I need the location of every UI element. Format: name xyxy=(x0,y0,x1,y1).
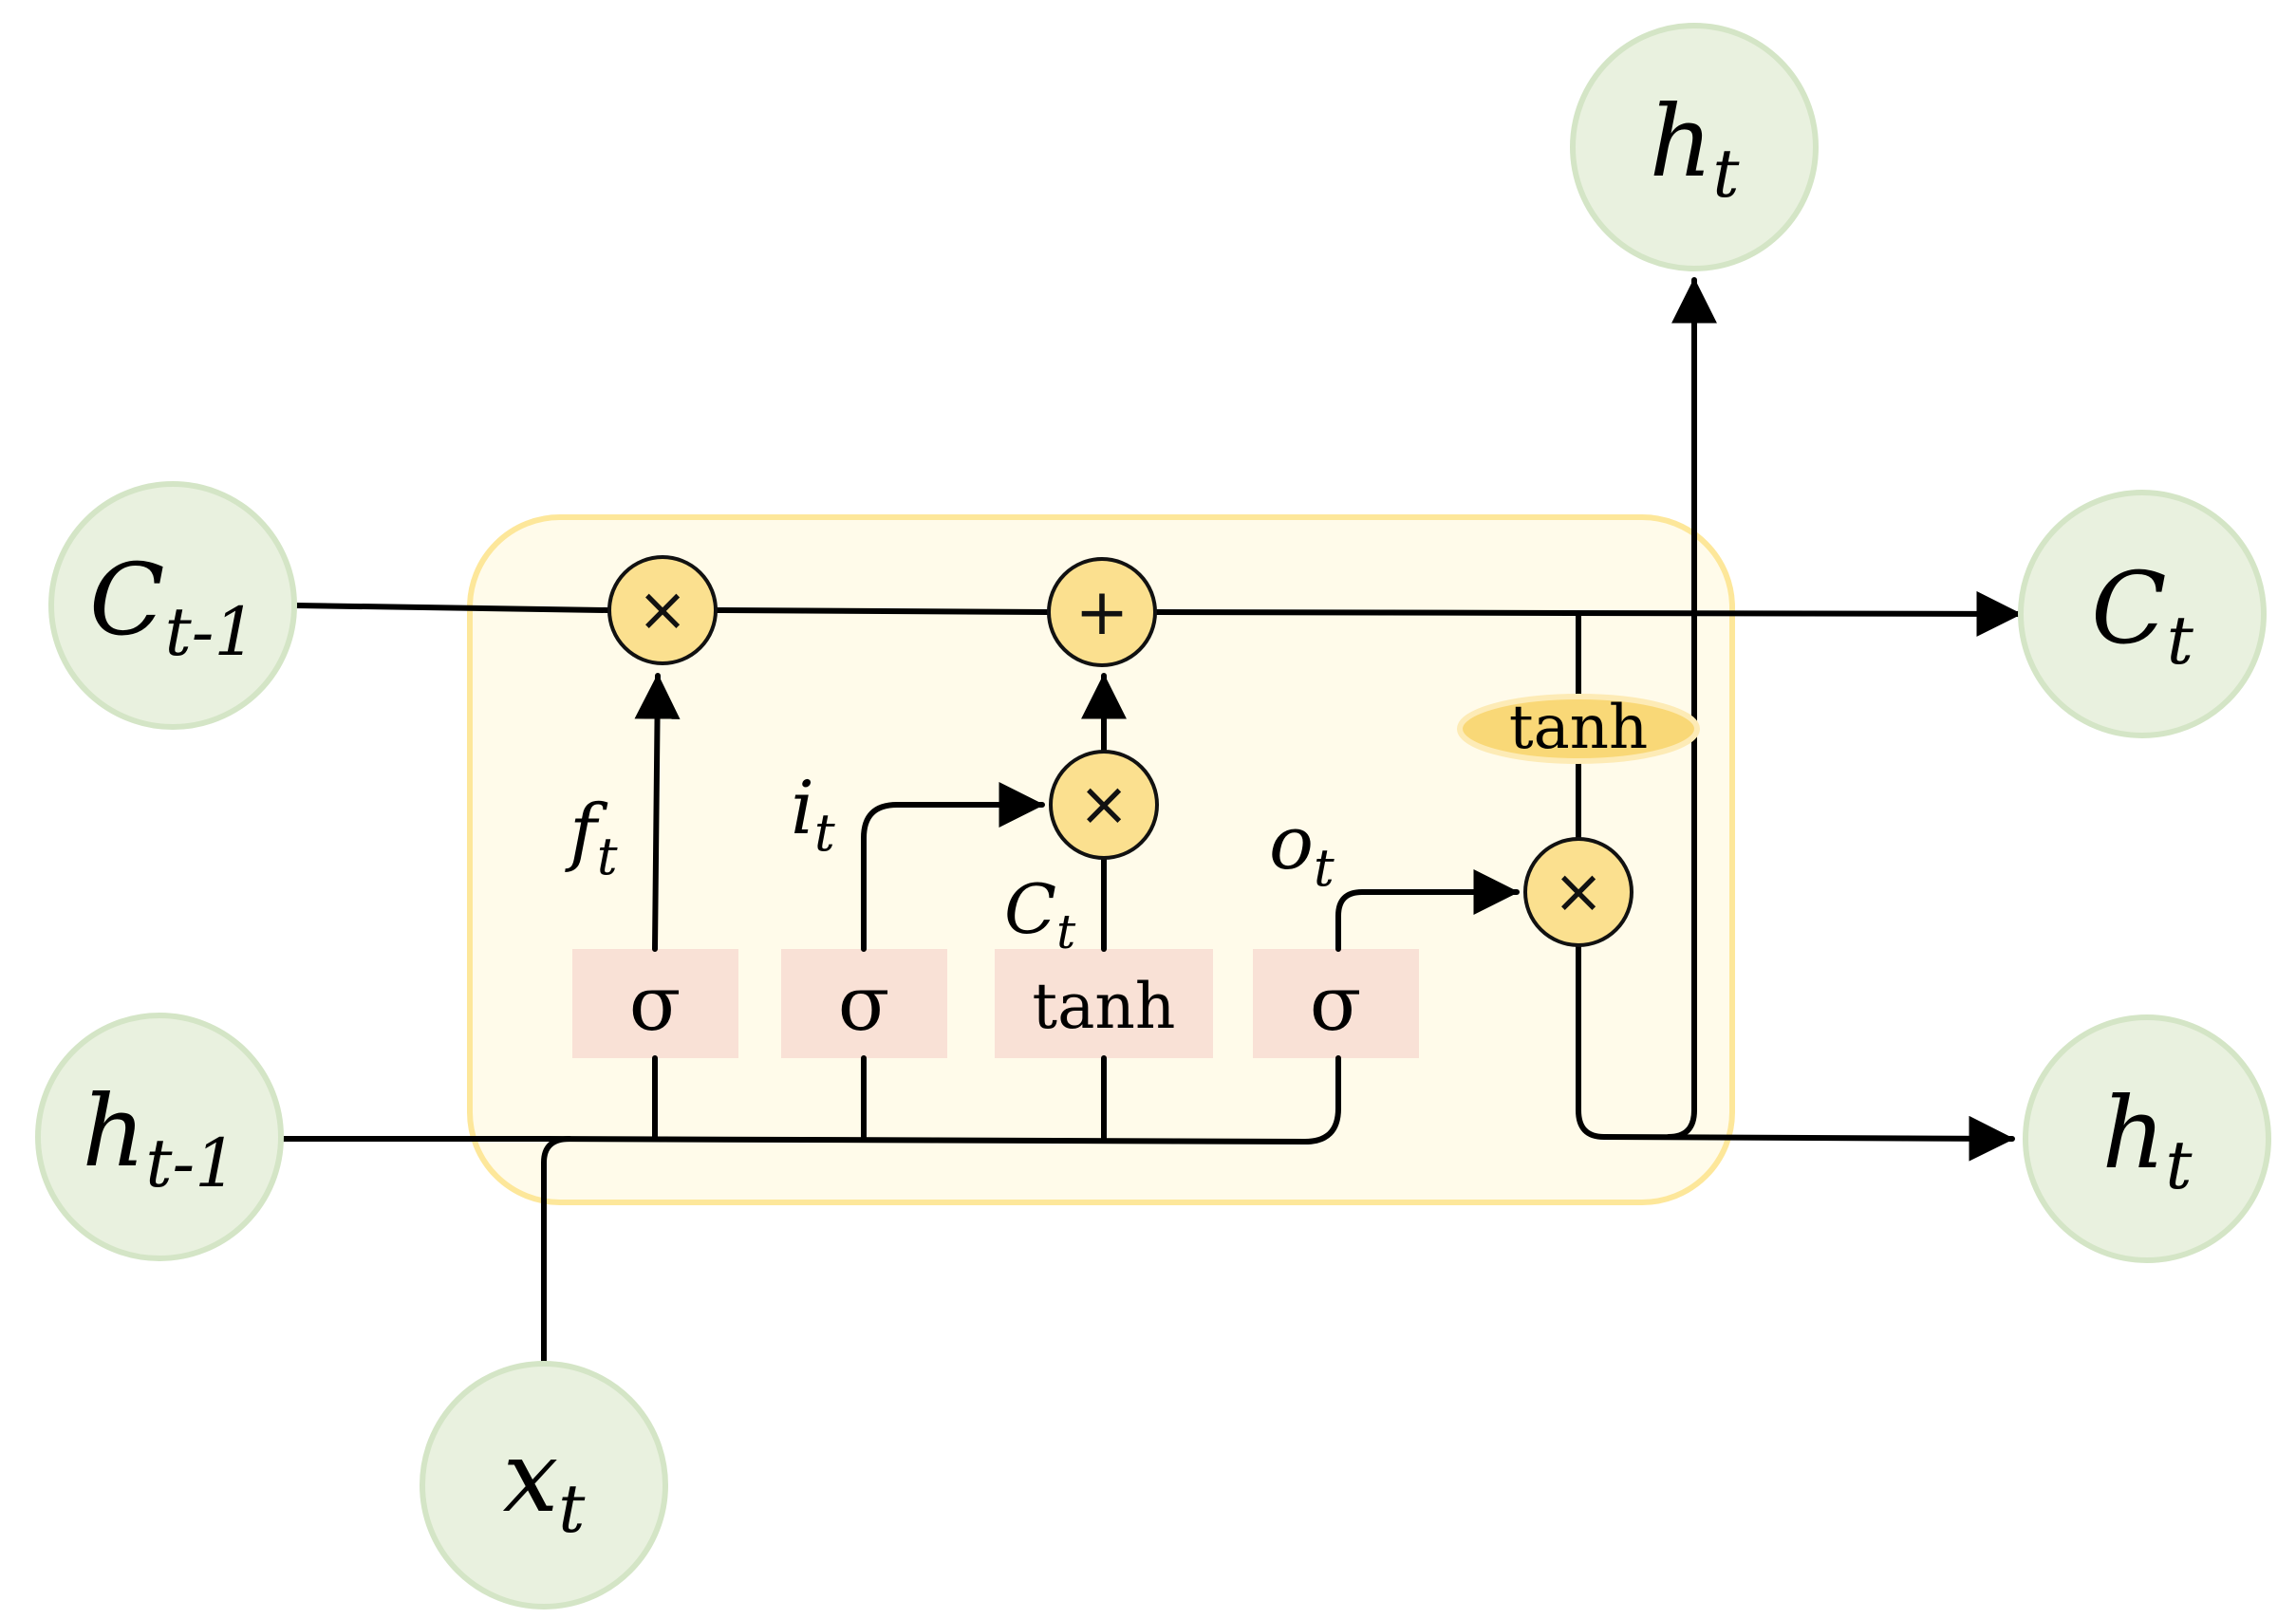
add-operator: + xyxy=(1047,557,1157,667)
input-gate-label: σ xyxy=(838,959,890,1048)
output-gate-box xyxy=(1253,949,1419,1058)
forget-mult-operator: × xyxy=(607,555,718,665)
candidate-gate-box xyxy=(995,949,1213,1058)
input-mult-symbol: × xyxy=(1078,770,1129,840)
forget-gate-box xyxy=(572,949,738,1058)
wire-cprev-to-forget-mult xyxy=(293,603,610,613)
input-mult-operator: × xyxy=(1049,750,1159,860)
wire-forget-up xyxy=(634,673,681,952)
wire-output-mult-to-ht xyxy=(1576,944,2015,1162)
wire-forget-to-add xyxy=(715,607,1050,615)
node-c-prev: Ct-1 xyxy=(48,481,297,730)
node-h-t-right: ht xyxy=(2023,1014,2271,1263)
candidate-gate-label: tanh xyxy=(1033,970,1176,1043)
wire-branch-to-htop xyxy=(1666,277,1717,1140)
output-mult-operator: × xyxy=(1523,837,1633,947)
node-c-prev-label: Ct-1 xyxy=(89,542,256,671)
node-h-t-top-label: ht xyxy=(1649,84,1740,213)
node-h-t-right-label: ht xyxy=(2101,1075,2193,1204)
add-symbol: + xyxy=(1075,575,1129,650)
label-ot: ot xyxy=(1269,801,1335,898)
node-x-t: xt xyxy=(420,1361,668,1610)
node-h-prev: ht-1 xyxy=(35,1013,284,1261)
label-ct-tilde: Ct xyxy=(1004,869,1076,959)
label-it: it xyxy=(791,766,835,863)
cell-tanh-ellipse xyxy=(1457,694,1700,764)
node-c-t: Ct xyxy=(2018,490,2267,738)
forget-mult-symbol: × xyxy=(637,575,688,645)
output-mult-symbol: × xyxy=(1553,857,1604,927)
forget-gate-label: σ xyxy=(629,959,681,1048)
wire-hprev-bus xyxy=(275,1055,1341,1144)
input-gate-box xyxy=(781,949,947,1058)
node-h-prev-label: ht-1 xyxy=(82,1073,236,1202)
node-c-t-label: Ct xyxy=(2091,550,2194,679)
node-h-t-top: ht xyxy=(1570,23,1819,271)
wires xyxy=(275,277,2023,1368)
output-gate-label: σ xyxy=(1310,959,1362,1048)
node-x-t-label: xt xyxy=(503,1419,587,1548)
wire-output-to-mult xyxy=(1335,869,1520,952)
wire-add-to-ct xyxy=(1154,590,2023,637)
wire-xt-up xyxy=(541,1136,572,1368)
cell-tanh-label: tanh xyxy=(1509,693,1648,763)
wire-input-to-mult xyxy=(861,782,1045,952)
